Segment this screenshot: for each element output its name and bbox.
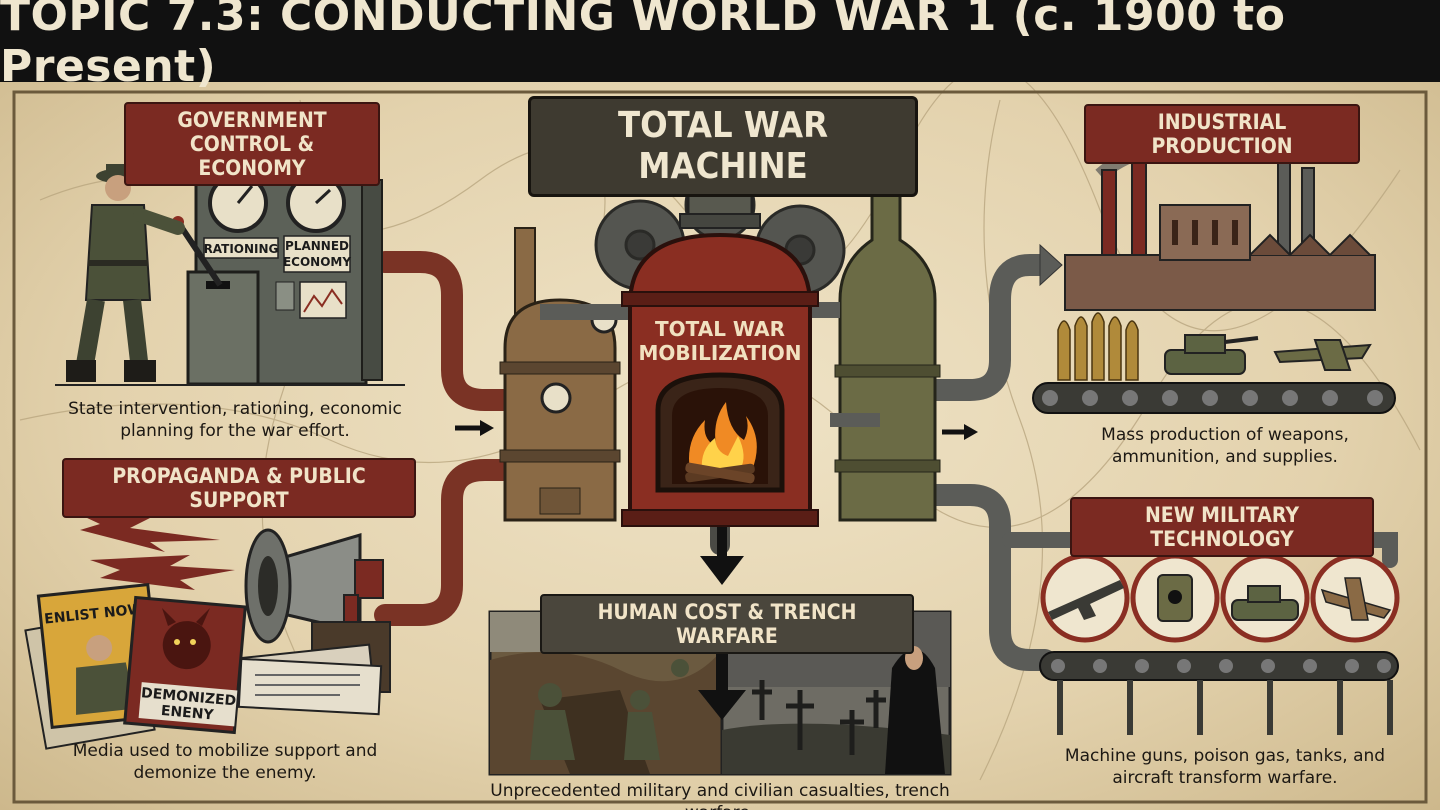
boiler-label-line2: MOBILIZATION [638,341,801,365]
factory-icon [1064,133,1376,311]
technology-conveyor [1039,651,1399,735]
propaganda-heading: PROPAGANDA & PUBLIC SUPPORT [62,458,416,519]
mourner-figure [885,649,945,774]
human-cost-heading: HUMAN COST & TRENCH WARFARE [540,594,914,655]
boiler-furnace: TOTAL WAR MOBILIZATION [621,150,819,527]
pipe-government [374,251,523,411]
technology-caption: Machine guns, poison gas, tanks, and air… [1064,746,1386,789]
industry-heading: INDUSTRIAL PRODUCTION [1084,104,1360,165]
propaganda-caption: Media used to mobilize support and demon… [72,741,378,784]
arrow-out-icon [964,424,978,440]
page-title: TOPIC 7.3: CONDUCTING WORLD WAR 1 (c. 19… [0,0,1286,92]
demonized-enemy-poster: DEMONIZED ENENY [123,595,247,735]
technology-heading: NEW MILITARY TECHNOLOGY [1070,497,1374,558]
enemy-text: ENENY [160,703,215,724]
rationing-label: RATIONING [204,242,279,256]
arrow-industry-icon [1039,243,1063,287]
center-heading: TOTAL WAR MACHINE [528,96,918,197]
shells-icon [1057,312,1139,381]
officer-figure [66,164,185,382]
arrow-in-icon [480,420,494,436]
technology-icons [1040,553,1400,643]
cross-icon [752,680,886,755]
newspaper-stack [228,643,383,716]
title-bar: TOPIC 7.3: CONDUCTING WORLD WAR 1 (c. 19… [0,0,1440,92]
human-cost-caption: Unprecedented military and civilian casu… [490,781,950,810]
right-olive-tank [760,180,941,522]
production-plane-icon [1273,339,1372,371]
industry-caption: Mass production of weapons, ammunition, … [1101,425,1349,468]
conveyor-belt [1032,382,1396,414]
government-heading: GOVERNMENT CONTROL & ECONOMY [124,102,380,187]
pipe-technology [919,484,1056,671]
government-caption: State intervention, rationing, economic … [68,399,402,442]
enlist-poster: ENLIST NOW [24,582,164,750]
arrow-down-icon [700,556,744,585]
lever-icon [177,223,223,287]
production-tank-icon [1164,334,1259,375]
economy-label: ECONOMY [283,255,351,269]
left-brass-tank [499,227,700,522]
planned-label: PLANNED [285,239,349,253]
pipe-industry [919,254,1056,401]
boiler-label-line1: TOTAL WAR [655,317,785,341]
pipe-propaganda [374,459,523,626]
page-frame [12,90,1428,804]
control-panel: RATIONING PLANNED ECONOMY [172,160,383,386]
